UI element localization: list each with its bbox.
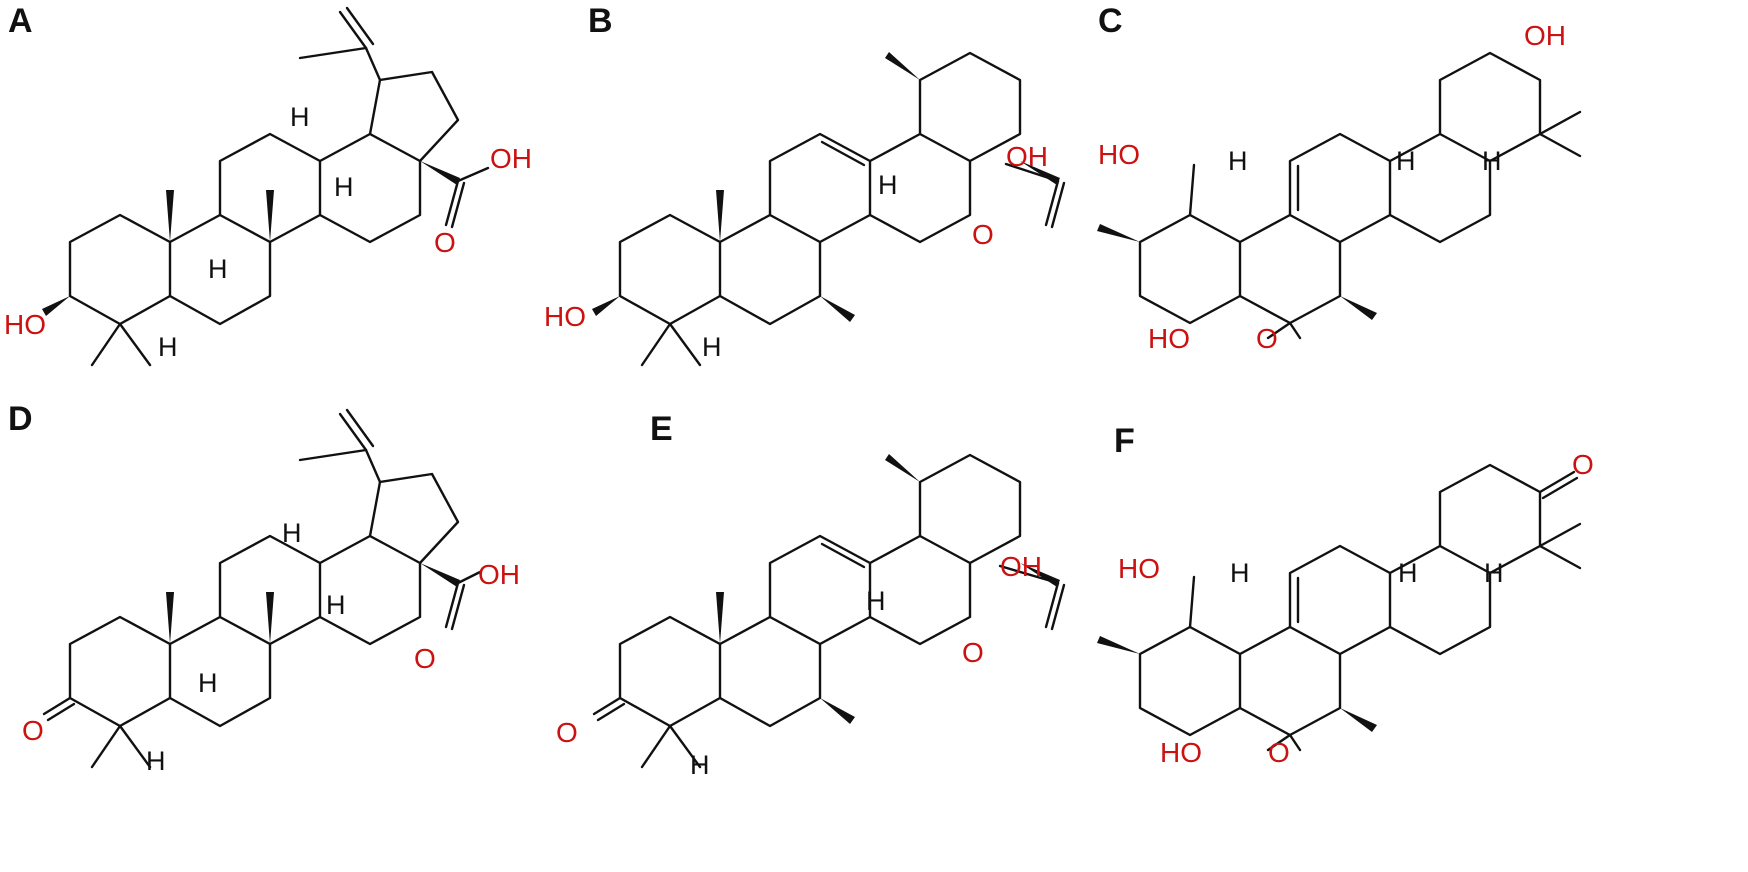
panel-a-hydroxyl: HO [4, 309, 46, 340]
panel-f: F O HO HO O H H H [1095, 422, 1594, 768]
panel-f-letter: F [1114, 422, 1135, 460]
panel-a-acid-o: O [434, 227, 456, 258]
panel-d: D OH O O H H H H [8, 400, 520, 776]
panel-a-letter: A [8, 2, 33, 40]
panel-a-acid-oh: OH [490, 143, 532, 174]
panel-b: B OH O HO H H [544, 2, 1066, 367]
panel-b-letter: B [588, 2, 613, 40]
panel-d-h-label: H [146, 746, 166, 776]
panel-a-h-label: H [158, 332, 178, 362]
panel-c-ho: HO [1098, 139, 1140, 170]
panel-f-h-label: H [1398, 558, 1418, 588]
panel-f-acid-ho: HO [1160, 737, 1202, 768]
panel-d-ketone-o: O [22, 715, 44, 746]
panel-c-acid-ho: HO [1148, 323, 1190, 354]
panel-e-ketone-o: O [556, 717, 578, 748]
panel-c-acid-o: O [1256, 323, 1278, 354]
panel-a-h-label: H [208, 254, 228, 284]
panel-c-h-label: H [1396, 146, 1416, 176]
panel-a: A OH O HO H H H H [4, 2, 532, 367]
panel-e-letter: E [650, 410, 673, 448]
panel-c-letter: C [1098, 2, 1123, 40]
panel-a-h-label: H [290, 102, 310, 132]
panel-f-ketone-o: O [1572, 449, 1594, 480]
panel-b-hydroxyl: HO [544, 301, 586, 332]
panel-b-acid-oh: OH [1006, 141, 1048, 172]
panel-f-ho: HO [1118, 553, 1160, 584]
panel-f-acid-o: O [1268, 737, 1290, 768]
panel-e-acid-oh: OH [1000, 551, 1042, 582]
panel-d-acid-oh: OH [478, 559, 520, 590]
panel-f-h-label: H [1484, 558, 1504, 588]
panel-c-oh: OH [1524, 20, 1566, 51]
panel-e-h-label: H [866, 586, 886, 616]
panel-d-acid-o: O [414, 643, 436, 674]
panel-c-h-label: H [1228, 146, 1248, 176]
panel-c: C OH HO HO O H H H [1095, 2, 1582, 354]
panel-b-h-label: H [878, 170, 898, 200]
panel-d-h-label: H [198, 668, 218, 698]
panel-b-acid-o: O [972, 219, 994, 250]
panel-b-h-label: H [702, 332, 722, 362]
panel-d-letter: D [8, 400, 33, 438]
panel-a-h-label: H [334, 172, 354, 202]
panel-e: E OH O O H H [556, 410, 1066, 780]
panel-e-acid-o: O [962, 637, 984, 668]
panel-f-h-label: H [1230, 558, 1250, 588]
panel-d-h-label: H [282, 518, 302, 548]
panel-d-h-label: H [326, 590, 346, 620]
panel-e-h-label: H [690, 750, 710, 780]
panel-c-h-label: H [1482, 146, 1502, 176]
